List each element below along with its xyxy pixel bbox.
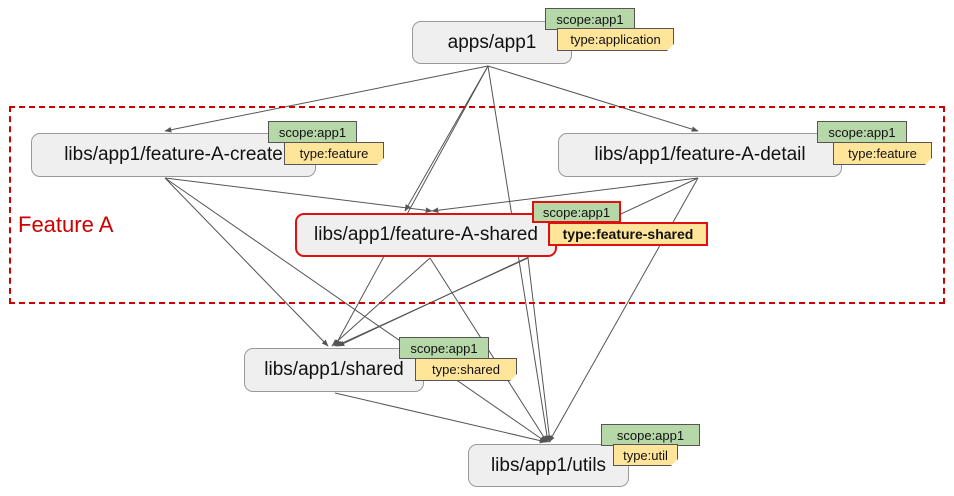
edge-detail-to-fshared xyxy=(431,177,699,214)
node-libs-app1-shared[interactable]: libs/app1/shared xyxy=(244,348,424,392)
node-feature-a-shared-type-tag: type:feature-shared xyxy=(548,222,708,246)
edge-app1-to-shared xyxy=(334,65,489,347)
feature-a-group-box xyxy=(9,106,945,304)
edge-app1-to-fshared xyxy=(404,65,489,212)
node-libs-app1-utils-type-tag: type:util xyxy=(613,444,678,466)
node-libs-app1-utils-scope-tag: scope:app1 xyxy=(601,424,700,446)
node-feature-a-create-scope-tag: scope:app1 xyxy=(268,121,357,143)
node-feature-a-detail-type-tag: type:feature xyxy=(833,142,932,165)
node-feature-a-create-type-tag: type:feature xyxy=(284,142,384,165)
edge-shared-to-utils xyxy=(334,392,547,444)
node-libs-app1-utils[interactable]: libs/app1/utils xyxy=(468,444,629,487)
node-feature-a-detail[interactable]: libs/app1/feature-A-detail xyxy=(558,133,842,177)
edge-app1-to-create xyxy=(164,65,489,133)
node-apps-app1-scope-tag: scope:app1 xyxy=(545,8,635,30)
node-libs-app1-shared-scope-tag: scope:app1 xyxy=(399,337,489,359)
edge-app1-to-detail xyxy=(487,65,699,132)
edge-create-to-fshared xyxy=(164,177,433,214)
node-apps-app1-type-tag: type:application xyxy=(557,28,674,51)
node-feature-a-detail-scope-tag: scope:app1 xyxy=(817,121,907,143)
edge-fshared-to-utils-alt xyxy=(527,257,553,443)
node-feature-a-shared[interactable]: libs/app1/feature-A-shared xyxy=(295,213,557,257)
feature-a-group-label: Feature A xyxy=(18,212,114,237)
node-libs-app1-shared-type-tag: type:shared xyxy=(415,358,517,381)
node-feature-a-shared-scope-tag: scope:app1 xyxy=(532,201,621,223)
edge-create-to-utils xyxy=(164,177,547,443)
edge-create-to-shared xyxy=(164,177,329,347)
